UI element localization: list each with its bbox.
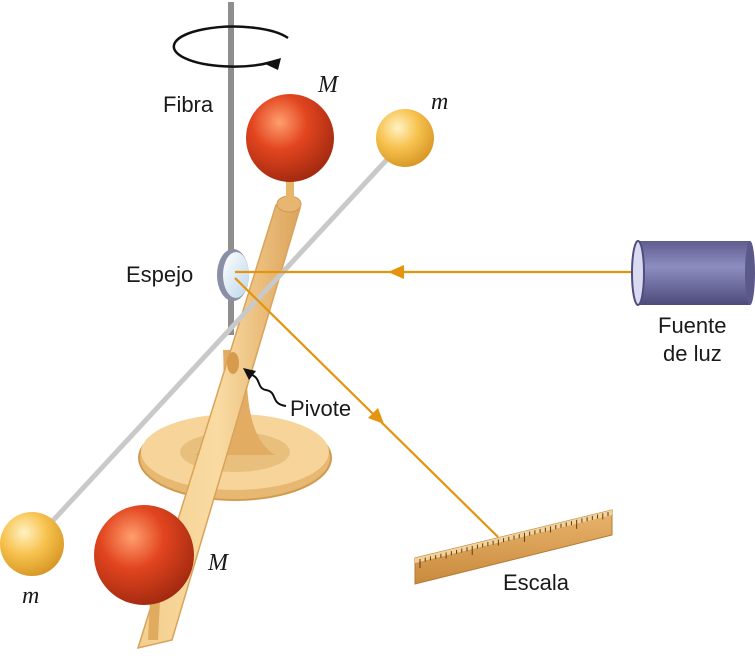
label-light-source-line1: Fuente	[658, 313, 727, 338]
label-mirror: Espejo	[126, 262, 193, 287]
scale-ruler	[414, 509, 613, 585]
light-source	[631, 240, 755, 306]
mass-post	[286, 176, 294, 204]
large-mass-bottom	[94, 505, 194, 605]
label-pivot: Pivote	[290, 396, 351, 421]
label-small-mass-top: m	[431, 89, 448, 115]
torsion-rod	[33, 138, 407, 542]
label-large-mass-top: M	[317, 72, 340, 98]
small-mass-bottom	[0, 512, 64, 576]
mirror	[217, 249, 249, 301]
label-small-mass-bottom: m	[22, 583, 39, 609]
label-scale: Escala	[503, 570, 570, 595]
squiggle-arrow-icon	[243, 368, 287, 407]
rotation-arrow-icon	[172, 25, 289, 70]
label-large-mass-bottom: M	[207, 550, 230, 576]
beam-arrow-icon	[388, 265, 404, 279]
large-mass-top	[246, 94, 334, 182]
label-light-source-line2: de luz	[663, 341, 722, 366]
small-mass-top	[376, 109, 434, 167]
label-fiber: Fibra	[163, 92, 214, 117]
beam-arrow-icon	[368, 408, 384, 424]
light-beam	[234, 270, 638, 538]
